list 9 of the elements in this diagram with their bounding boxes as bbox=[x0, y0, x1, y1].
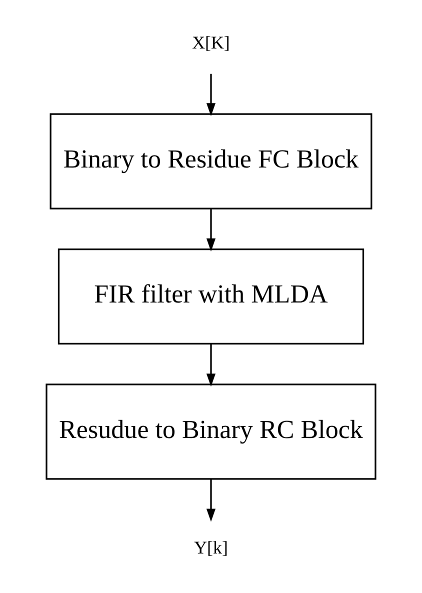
node-box: FIR filter with MLDA bbox=[58, 248, 364, 345]
node-box: Resudue to Binary RC Block bbox=[46, 384, 376, 480]
node-text: X[K] bbox=[192, 32, 230, 53]
node-box: Binary to Residue FC Block bbox=[50, 113, 372, 210]
arrow bbox=[206, 209, 216, 252]
arrow bbox=[206, 74, 216, 116]
node-text: Y[k] bbox=[194, 537, 228, 558]
arrow bbox=[206, 344, 216, 387]
arrow bbox=[206, 479, 216, 522]
